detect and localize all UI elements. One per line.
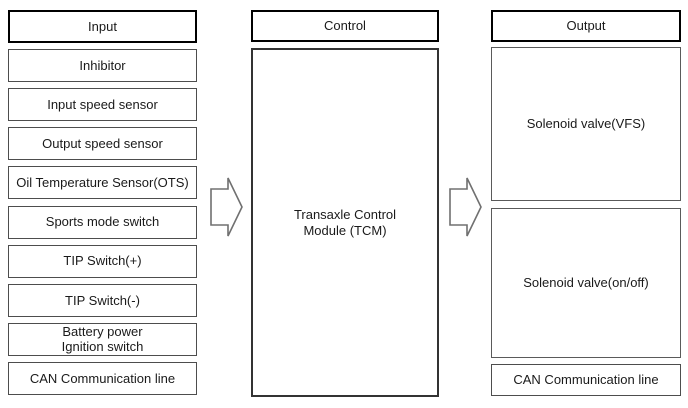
- input-item-inhibitor: Inhibitor: [8, 49, 197, 83]
- input-item-input-speed-sensor: Input speed sensor: [8, 88, 197, 122]
- output-item-can-line: CAN Communication line: [491, 364, 681, 396]
- transaxle-control-module-box: Transaxle Control Module (TCM): [251, 48, 439, 397]
- output-item-solenoid-onoff: Solenoid valve(on/off): [491, 208, 681, 358]
- input-item-can-line: CAN Communication line: [8, 361, 197, 395]
- output-column-header: Output: [491, 10, 681, 42]
- block-arrow-right-icon: [449, 177, 482, 237]
- input-item-tip-switch-minus: TIP Switch(-): [8, 283, 197, 317]
- control-column-header: Control: [251, 10, 439, 42]
- block-arrow-right-icon: [210, 177, 243, 237]
- input-item-output-speed-sensor: Output speed sensor: [8, 127, 197, 161]
- input-item-sports-mode-switch: Sports mode switch: [8, 205, 197, 239]
- input-item-battery-ignition: Battery power Ignition switch: [8, 322, 197, 356]
- input-item-oil-temp-sensor: Oil Temperature Sensor(OTS): [8, 166, 197, 200]
- input-column-header: Input: [8, 10, 197, 43]
- input-item-tip-switch-plus: TIP Switch(+): [8, 244, 197, 278]
- input-column: Input Inhibitor Input speed sensor Outpu…: [8, 10, 197, 395]
- output-item-solenoid-vfs: Solenoid valve(VFS): [491, 47, 681, 201]
